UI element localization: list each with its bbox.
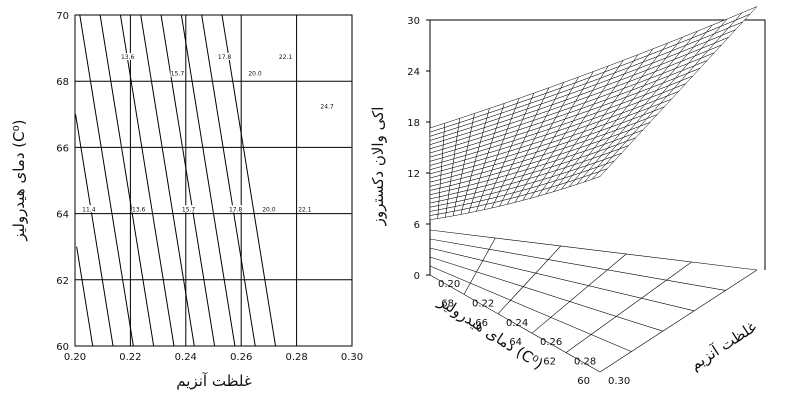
contour-level-label: 24.7 — [320, 104, 334, 111]
surface-z-axis-title: اکی والان دکستروز — [369, 107, 387, 227]
floor-gridline-x — [599, 269, 758, 373]
floor-gridline-y — [429, 274, 601, 373]
contour-label-bg — [181, 205, 196, 213]
surface-floor-grid — [429, 229, 758, 373]
contour-label-bg — [217, 53, 232, 61]
contour-level-label: 15.7 — [182, 206, 196, 213]
contour-y-tick: 62 — [56, 276, 69, 287]
surface-back-wall — [430, 19, 766, 270]
contour-label-bg — [320, 102, 335, 110]
floor-gridline-x — [497, 245, 562, 315]
contour-y-tick: 60 — [56, 342, 69, 353]
contour-line — [160, 14, 216, 347]
surface-x-axis-title: غلظت آنزیم — [687, 318, 760, 374]
surface-plot: 0 6 12 18 24 30 0.20 0.22 0.24 0.26 0.28 0.30 60 62… — [369, 6, 766, 387]
contour-x-tick: 0.24 — [175, 352, 197, 363]
contour-x-tick: 0.28 — [285, 352, 307, 363]
contour-label-bg — [81, 205, 96, 213]
surface-z-tick: 6 — [414, 220, 420, 231]
floor-gridline-y — [429, 265, 632, 352]
contour-label-bg — [261, 205, 276, 213]
surface-x-tick: 0.24 — [506, 318, 528, 329]
surface-cell — [592, 168, 608, 180]
surface-x-tick: 0.20 — [438, 279, 460, 290]
contour-level-label: 20.0 — [262, 206, 276, 213]
floor-gridline-y — [429, 247, 695, 312]
contour-frame — [74, 14, 353, 347]
contour-line — [79, 14, 134, 347]
contour-x-tick: 0.22 — [119, 352, 141, 363]
floor-gridline-x — [463, 237, 496, 295]
surface-y-tick: 60 — [577, 376, 590, 387]
contour-label-bg — [297, 205, 312, 213]
contour-line — [119, 14, 175, 347]
floor-gridline-y — [429, 238, 726, 291]
surface-z-tick: 12 — [407, 169, 420, 180]
contour-label-bg — [278, 53, 293, 61]
surface-z-tick: 24 — [407, 67, 420, 78]
contour-line — [180, 14, 236, 347]
contour-level-label: 17.8 — [218, 54, 232, 61]
contour-line — [140, 14, 195, 347]
contour-x-tick: 0.20 — [64, 352, 86, 363]
contour-y-tick: 70 — [56, 11, 69, 22]
contour-label-bg — [131, 205, 146, 213]
contour-y-tick: 68 — [56, 77, 69, 88]
contour-level-label: 20.0 — [248, 71, 262, 78]
contour-level-label: 22.1 — [279, 54, 293, 61]
surface-y-ticks: 60 62 64 66 68 — [441, 298, 590, 387]
floor-gridline-x — [565, 261, 692, 353]
contour-level-label: 13.6 — [121, 54, 135, 61]
contour-level-label: 22.1 — [298, 206, 312, 213]
floor-gridline-y — [429, 229, 758, 271]
contour-level-label: 17.8 — [229, 206, 243, 213]
contour-x-axis-title: غلظت آنزیم — [176, 372, 252, 390]
floor-gridline-x — [531, 253, 627, 334]
contour-y-tick: 64 — [56, 210, 69, 221]
contour-lines — [75, 14, 277, 347]
contour-level-label: 11.4 — [82, 206, 96, 213]
contour-level-label: 15.7 — [171, 71, 185, 78]
contour-y-ticks: 60 62 64 66 68 70 — [56, 11, 69, 353]
contour-line — [201, 14, 256, 347]
contour-label-bg — [248, 69, 263, 77]
surface-z-tick: 0 — [414, 271, 420, 282]
surface-x-ticks: 0.20 0.22 0.24 0.26 0.28 0.30 — [438, 279, 630, 387]
contour-labels: 13.6 15.7 17.8 20.0 22.1 24.7 11.4 13.6 15.7 17.8… — [81, 53, 335, 213]
contour-x-tick: 0.26 — [230, 352, 252, 363]
contour-line — [76, 246, 94, 347]
contour-x-ticks: 0.20 0.22 0.24 0.26 0.28 0.30 — [64, 352, 363, 363]
surface-x-tick: 0.22 — [472, 298, 494, 309]
surface-y-tick: 62 — [543, 357, 556, 368]
contour-x-tick: 0.30 — [341, 352, 363, 363]
contour-label-bg — [170, 69, 185, 77]
surface-z-tick: 30 — [407, 16, 420, 27]
surface-z-ticks: 0 6 12 18 24 30 — [407, 16, 430, 282]
surface-mesh — [429, 6, 758, 221]
surface-z-tick: 18 — [407, 118, 420, 129]
surface-y-tick: 66 — [475, 318, 488, 329]
contour-level-label: 13.6 — [132, 206, 146, 213]
contour-label-bg — [228, 205, 243, 213]
floor-gridline-y — [429, 256, 663, 332]
surface-x-tick: 0.30 — [608, 376, 630, 387]
contour-y-axis-title: دمای هیدرولیز (C⁰) — [10, 120, 28, 242]
contour-label-bg — [120, 53, 135, 61]
surface-x-tick: 0.28 — [574, 357, 596, 368]
contour-line — [221, 14, 277, 347]
contour-line — [75, 114, 114, 347]
contour-y-tick: 66 — [56, 143, 69, 154]
contour-line — [99, 14, 155, 347]
surface-y-tick: 64 — [509, 337, 522, 348]
surface-x-tick: 0.26 — [540, 337, 562, 348]
contour-plot: 13.6 15.7 17.8 20.0 22.1 24.7 11.4 13.6 15.7 17.8… — [10, 11, 363, 390]
surface-y-tick: 68 — [441, 298, 454, 309]
